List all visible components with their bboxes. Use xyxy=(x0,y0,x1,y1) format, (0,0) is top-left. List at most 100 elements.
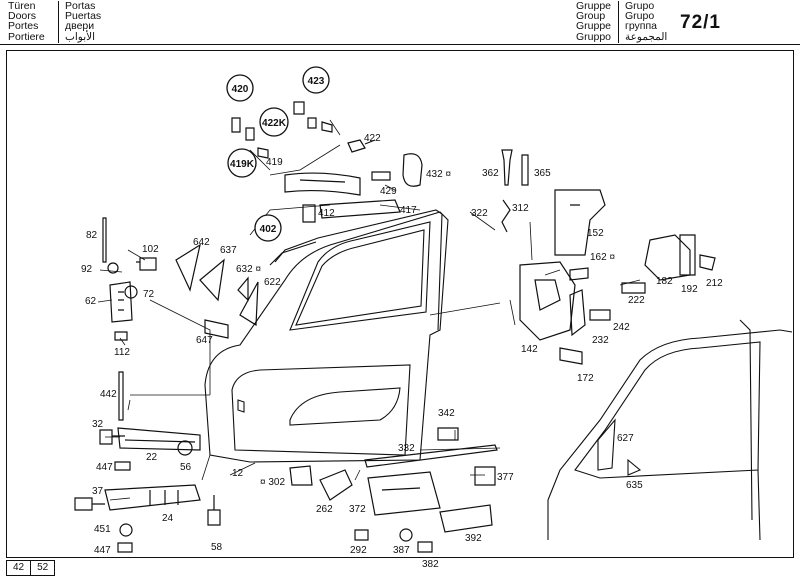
cover-432 xyxy=(402,153,423,187)
callout-420 xyxy=(226,74,254,102)
label-72: 72 xyxy=(143,289,155,300)
label-365: 365 xyxy=(534,168,551,179)
screw-102 xyxy=(136,257,157,271)
label-112: 112 xyxy=(114,347,130,358)
label-622: 622 xyxy=(264,277,281,288)
screw-292 xyxy=(354,529,369,541)
lock-142 xyxy=(519,261,576,341)
title-it: Portiere xyxy=(8,30,45,43)
bolt-442 xyxy=(118,371,124,421)
screw-112 xyxy=(114,331,128,341)
header-group-languages-a: Gruppe Group Gruppe Gruppo xyxy=(576,1,611,42)
callout-text-402: 402 xyxy=(260,224,277,235)
label-447b: 447 xyxy=(94,545,111,556)
label-37: 37 xyxy=(92,486,104,497)
label-32: 32 xyxy=(92,419,104,430)
label-642: 642 xyxy=(193,237,210,248)
hinge-62 xyxy=(109,281,133,323)
label-432: 432 ¤ xyxy=(426,169,451,180)
screw-162 xyxy=(569,267,589,281)
pin-365 xyxy=(521,154,529,186)
label-387: 387 xyxy=(393,545,410,556)
title-en: Doors xyxy=(8,10,37,23)
washer-447a xyxy=(114,461,131,471)
label-312: 312 xyxy=(512,203,529,214)
key-419k xyxy=(257,147,269,159)
screw-32 xyxy=(99,429,125,445)
bracket-262 xyxy=(319,469,353,501)
clip-212 xyxy=(699,254,716,271)
header-divider xyxy=(0,44,800,45)
group-es: Grupo xyxy=(625,0,655,12)
bracket-232 xyxy=(569,289,586,337)
label-152: 152 xyxy=(587,228,604,239)
label-447a: 447 xyxy=(96,462,113,473)
part-labels: 422 419 429 432 ¤ 412 417 362 365 322 31… xyxy=(81,133,723,570)
label-292: 292 xyxy=(350,545,367,556)
washer-92 xyxy=(107,262,119,274)
label-192: 192 xyxy=(681,284,698,295)
label-635: 635 xyxy=(626,480,643,491)
label-332: 332 xyxy=(398,443,415,454)
triangle-642 xyxy=(175,243,201,292)
striker-182 xyxy=(644,234,691,281)
check-strap-22 xyxy=(117,427,201,451)
pin-362 xyxy=(501,149,513,186)
label-182: 182 xyxy=(656,276,673,287)
title-ru: двери xyxy=(65,20,95,33)
inner-handle-372 xyxy=(367,471,441,516)
bush-56 xyxy=(177,440,193,456)
parts xyxy=(74,101,716,553)
door-shell xyxy=(204,211,449,463)
label-56: 56 xyxy=(180,462,192,473)
label-262: 262 xyxy=(316,504,333,515)
callout-texts: 420 423 422K 419K 402 xyxy=(230,76,325,235)
callout-text-422k: 422K xyxy=(262,118,287,129)
label-212: 212 xyxy=(706,278,723,289)
washer-387 xyxy=(399,528,413,542)
label-142: 142 xyxy=(521,344,538,355)
cover-392 xyxy=(439,504,493,533)
car-body-outline xyxy=(547,319,793,541)
key-422 xyxy=(347,139,376,153)
group-en: Group xyxy=(576,10,606,23)
callout-423 xyxy=(302,66,330,94)
footer-page-a: 42 xyxy=(6,560,32,576)
washer-423b xyxy=(307,117,317,129)
rod-82 xyxy=(102,217,107,263)
title-ar: الأبواب xyxy=(65,30,96,43)
label-58: 58 xyxy=(211,542,223,553)
label-647: 647 xyxy=(196,335,213,346)
label-302: ¤ 302 xyxy=(260,477,285,488)
label-24: 24 xyxy=(162,513,174,524)
latch-152 xyxy=(554,189,606,256)
label-242: 242 xyxy=(613,322,630,333)
hinge-24 xyxy=(104,484,201,511)
screw-222 xyxy=(621,282,646,294)
window-frame-seal xyxy=(269,209,443,331)
label-392: 392 xyxy=(465,533,482,544)
screw-647 xyxy=(204,319,229,339)
label-451: 451 xyxy=(94,524,111,535)
bush-72 xyxy=(124,285,138,299)
label-362: 362 xyxy=(482,168,499,179)
group-de: Gruppe xyxy=(576,0,612,12)
callout-text-419k: 419K xyxy=(230,159,255,170)
label-412: 412 xyxy=(318,208,335,219)
screw-172 xyxy=(559,347,583,365)
washer-420a xyxy=(231,117,241,133)
label-637: 637 xyxy=(220,245,237,256)
label-82: 82 xyxy=(86,230,98,241)
screw-382 xyxy=(417,541,433,553)
handle-419 xyxy=(284,172,361,196)
label-442: 442 xyxy=(100,389,117,400)
group-ru: группа xyxy=(625,20,658,33)
group-fr: Gruppe xyxy=(576,20,612,33)
label-627: 627 xyxy=(617,433,634,444)
washer-423a xyxy=(293,101,305,115)
screw-58 xyxy=(207,495,221,526)
callout-circles xyxy=(226,66,330,242)
title-pt: Puertas xyxy=(65,10,102,23)
label-372: 372 xyxy=(349,504,366,515)
